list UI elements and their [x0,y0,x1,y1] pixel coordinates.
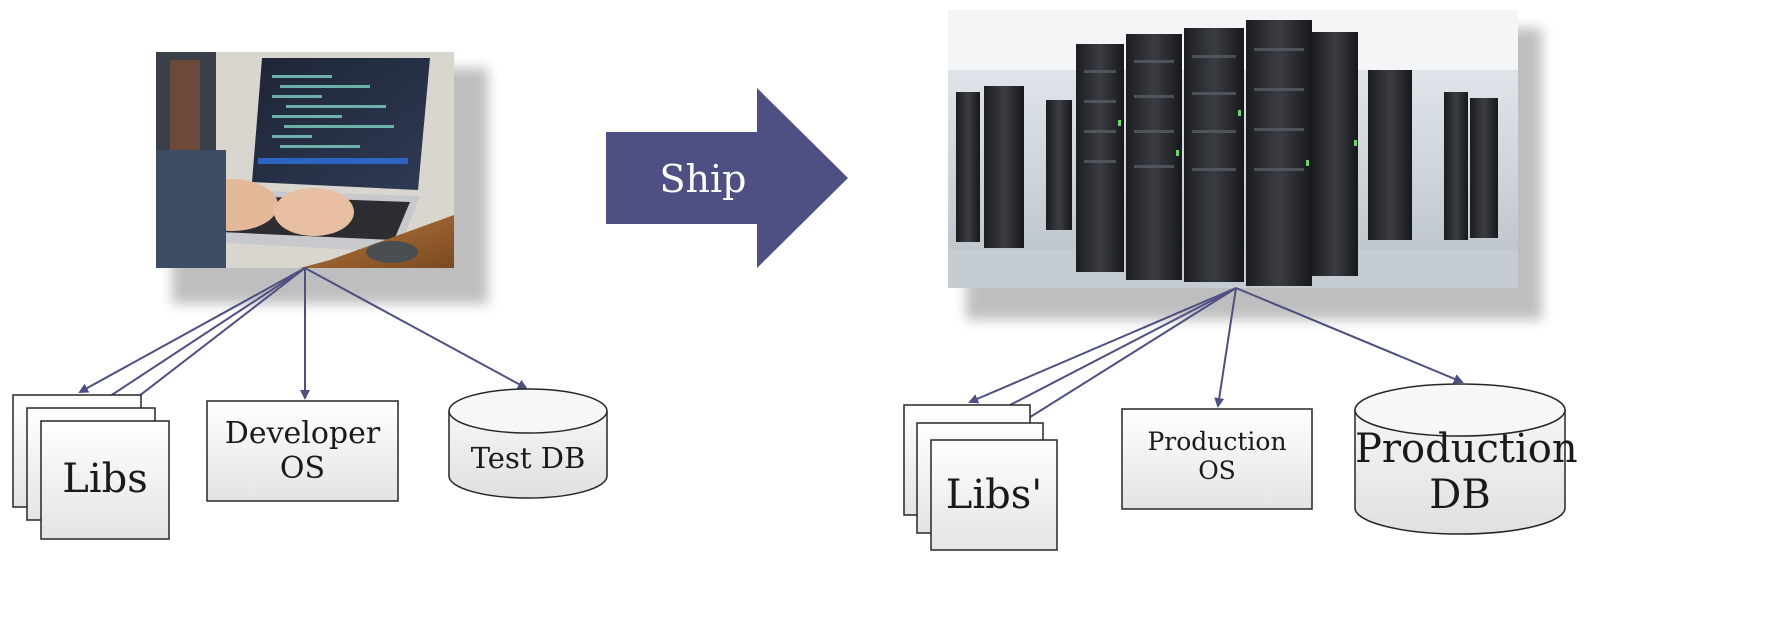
connector-to-libs-1 [78,267,306,393]
connector-to-production-os [1214,287,1237,408]
production-os-label: Production OS [1147,427,1287,485]
libs-label: Libs [62,456,148,502]
libs-prime-page-front [930,439,1058,551]
connector-to-test-db [304,267,528,389]
production-db-cylinder [1354,383,1566,535]
production-os-box [1121,408,1313,510]
test-db-label: Test DB [470,441,586,475]
libs-prime-label: Libs' [945,472,1043,518]
developer-os-label: Developer OS [224,416,381,486]
left-connectors [78,267,528,422]
libs-stack [12,394,170,540]
ship-arrow: Ship [606,88,848,268]
connector-to-libs-prime-2 [983,287,1237,419]
ship-arrow-shape [606,88,848,268]
connector-to-libs-2 [93,267,306,408]
test-db-cylinder [448,388,608,499]
developer-os-box [206,400,399,502]
libs-prime-stack [903,404,1058,551]
connector-to-production-db [1235,287,1464,384]
ship-label: Ship [660,157,747,201]
production-db-label: Production DB [1355,426,1578,518]
libs-page-front [40,420,170,540]
connector-to-libs-prime-3 [998,287,1237,438]
server-photo [948,10,1542,320]
developer-photo [156,52,488,304]
connector-to-libs-prime-1 [968,287,1237,404]
right-connectors [968,287,1464,438]
